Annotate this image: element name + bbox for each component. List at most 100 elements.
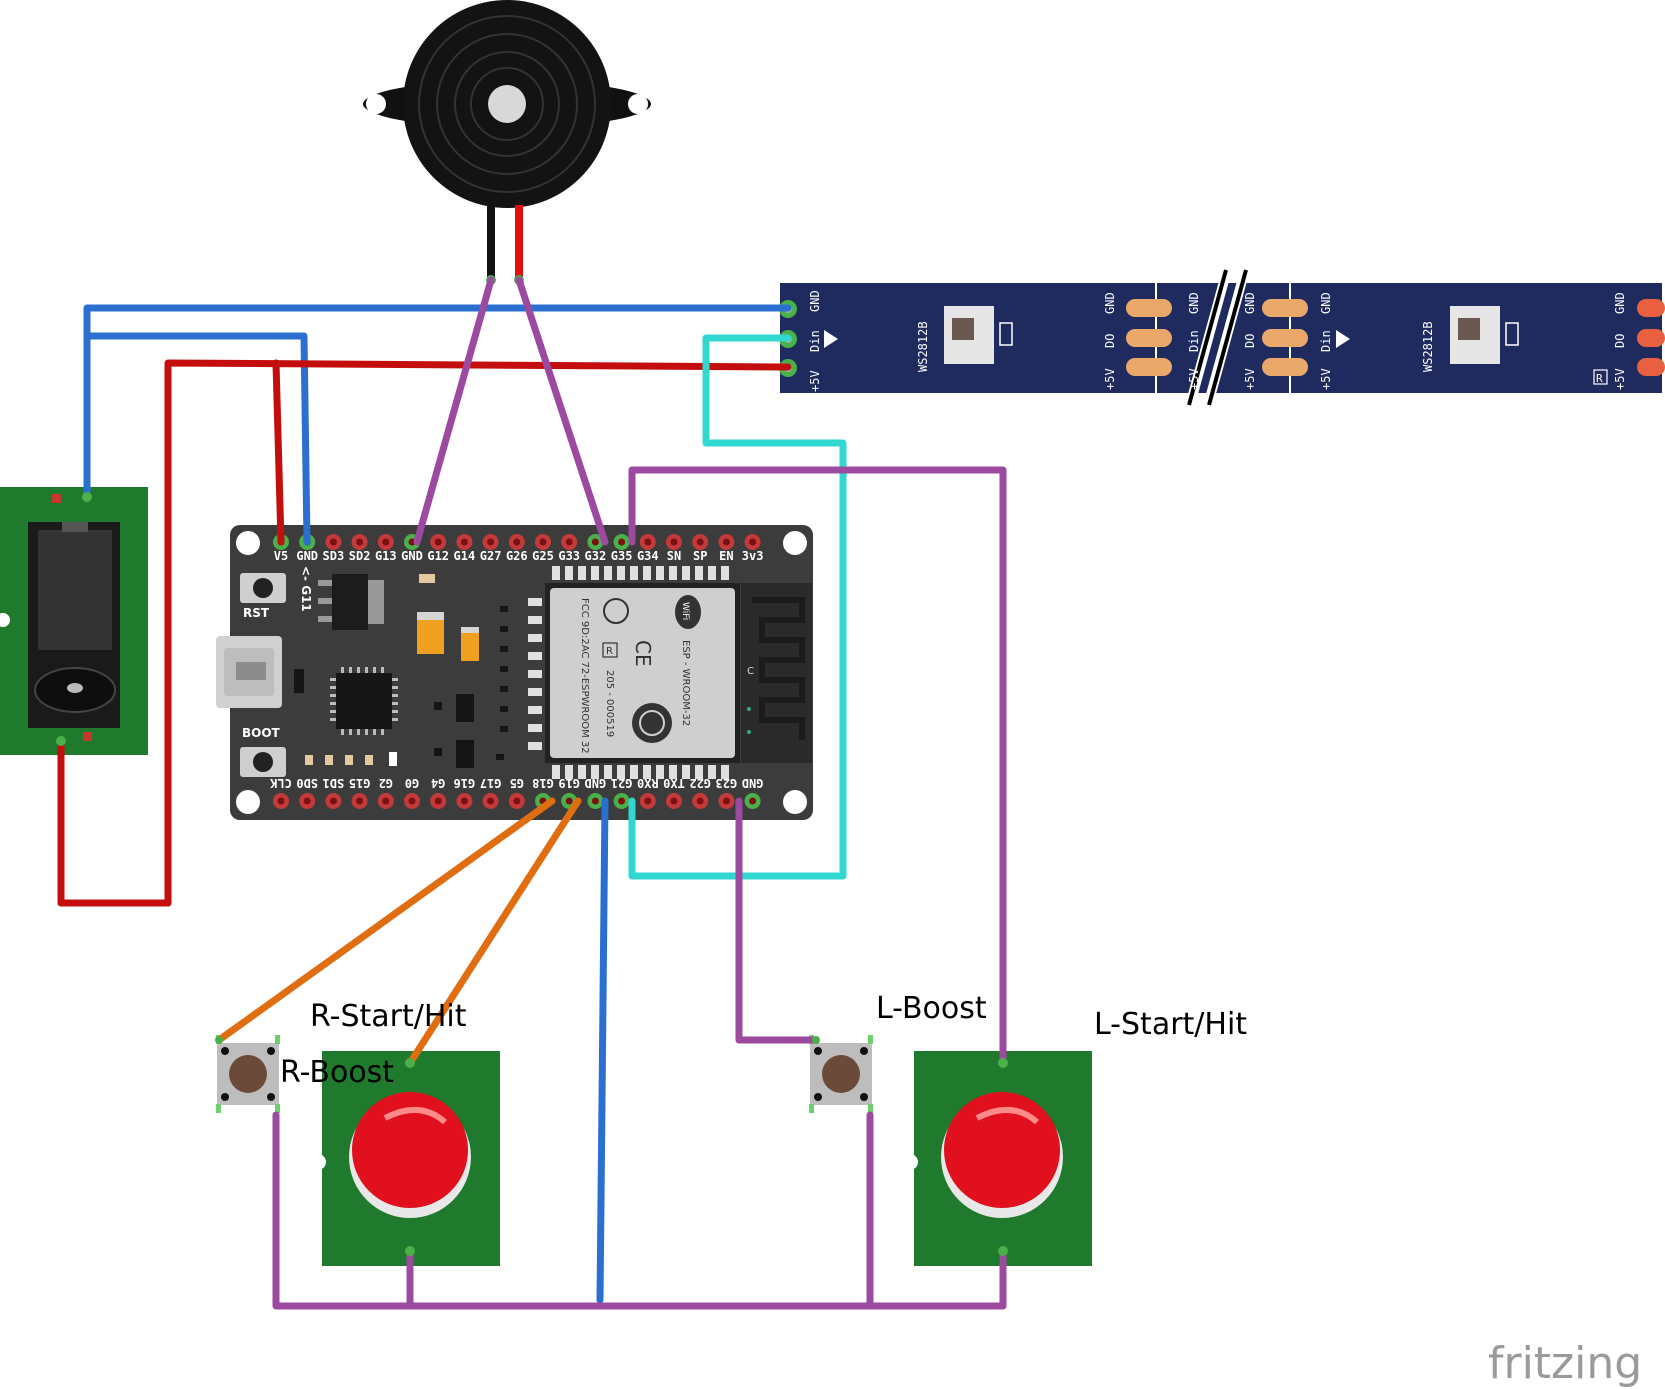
module-pad [617, 765, 625, 779]
header-pin-hole [303, 797, 311, 805]
rst-button[interactable]: RST [240, 573, 286, 620]
wire-gnd-jack-strip [83, 304, 792, 501]
header-pin-hole [513, 538, 521, 546]
pad-label: Din [1319, 330, 1333, 352]
wifi-icon: WiFi [675, 595, 701, 629]
pin-label: G12 [427, 549, 449, 563]
header-pin-hole [696, 797, 704, 805]
wire-l-start [628, 466, 1007, 1067]
wire-5v-jack [57, 737, 172, 907]
module-fcc: FCC 9D:2AC 72-ESPWROOM 32 [579, 598, 590, 754]
header-pin-hole [277, 797, 285, 805]
header-pin-hole [722, 797, 730, 805]
rst-label: RST [243, 606, 270, 620]
pin-label: G21 [611, 776, 633, 790]
pin-label: SD0 [296, 776, 318, 790]
led-chip-label: WS2812B [916, 321, 930, 372]
pad-label: +5V [1187, 368, 1201, 390]
module-pad [528, 742, 542, 750]
header-pin-hole [356, 538, 364, 546]
wire-l-boost [735, 797, 820, 1044]
module-pad [630, 566, 638, 580]
led-chip-label: WS2812B [1421, 321, 1435, 372]
header-pin-hole [618, 797, 626, 805]
wire-r-boost [215, 797, 556, 1044]
header-pin-hole [722, 538, 730, 546]
header-pin-hole [382, 538, 390, 546]
header-pin-hole [696, 538, 704, 546]
pin-label: EN [719, 549, 733, 563]
pad-label: GND [1613, 292, 1627, 314]
wire-gnd-buttons [596, 797, 609, 1304]
header-pin-hole [460, 538, 468, 546]
pin-label: G22 [689, 776, 711, 790]
pin-label: SN [667, 549, 681, 563]
led-strip: GND Din +5V WS2812B GND DO +5V GND Din +… [779, 269, 1665, 406]
strip-pin-din: Din [808, 330, 822, 352]
pushbutton-icon[interactable] [809, 1035, 873, 1113]
pin-label: G17 [480, 776, 502, 790]
module-pad [643, 765, 651, 779]
wire-buzzer-gnd [413, 276, 495, 546]
led-icon: WS2812B [1421, 306, 1519, 372]
l-boost-label: L-Boost [876, 991, 987, 1026]
module-id: 205 - 000519 [604, 670, 615, 737]
module-pad [565, 566, 573, 580]
pin-label: G33 [558, 549, 580, 563]
module-pad [643, 566, 651, 580]
module-pad [695, 566, 703, 580]
boot-button[interactable]: BOOT [240, 726, 286, 777]
pin-label: G15 [349, 776, 371, 790]
header-pin-hole [329, 538, 337, 546]
pin-label: G35 [611, 549, 633, 563]
pin-label: GND [585, 776, 607, 790]
module-pad [565, 765, 573, 779]
pad-label: Din [1187, 330, 1201, 352]
arcade-button-icon[interactable] [310, 1051, 500, 1266]
wire-ground-bus [272, 1111, 1007, 1310]
module-pad [552, 765, 560, 779]
wire-5v-board [272, 359, 285, 546]
header-pin-hole [565, 797, 573, 805]
module-pad [695, 765, 703, 779]
module-pad [528, 634, 542, 642]
pin-label: G23 [716, 776, 738, 790]
wires [57, 276, 1007, 1310]
r-boost-label: R-Boost [280, 1055, 394, 1090]
module-pad [682, 765, 690, 779]
header-pin-hole [591, 538, 599, 546]
wifi-badge: WiFi [680, 602, 690, 620]
pin-label: G26 [506, 549, 528, 563]
module-pad [721, 566, 729, 580]
pin-label: 3v3 [742, 549, 764, 563]
header-pin-hole [749, 797, 757, 805]
header-pin-hole [591, 797, 599, 805]
header-pin-hole [382, 797, 390, 805]
module-pad [528, 706, 542, 714]
pin-label: SD1 [323, 776, 345, 790]
pin-label: G25 [532, 549, 554, 563]
module-pad [721, 765, 729, 779]
module-pad [578, 765, 586, 779]
pin-label: G16 [454, 776, 476, 790]
pad-label: GND [1187, 292, 1201, 314]
pin-label: G4 [431, 776, 445, 790]
module-pad [528, 724, 542, 732]
header-pin-hole [434, 797, 442, 805]
led-icon: WS2812B [916, 306, 1013, 372]
pushbutton-icon[interactable] [216, 1035, 280, 1113]
module-pad [591, 765, 599, 779]
pin-label: G27 [480, 549, 502, 563]
module-pad [656, 765, 664, 779]
module-pad [669, 765, 677, 779]
module-pads [528, 566, 729, 779]
module-pad [552, 566, 560, 580]
header-pin-hole [460, 797, 468, 805]
pad-label: DO [1103, 334, 1117, 348]
pin-label: GND [296, 549, 318, 563]
pin-label: G18 [532, 776, 554, 790]
arcade-button-icon[interactable] [902, 1051, 1092, 1266]
pad-label: DO [1243, 334, 1257, 348]
pin-label: V5 [274, 549, 288, 563]
